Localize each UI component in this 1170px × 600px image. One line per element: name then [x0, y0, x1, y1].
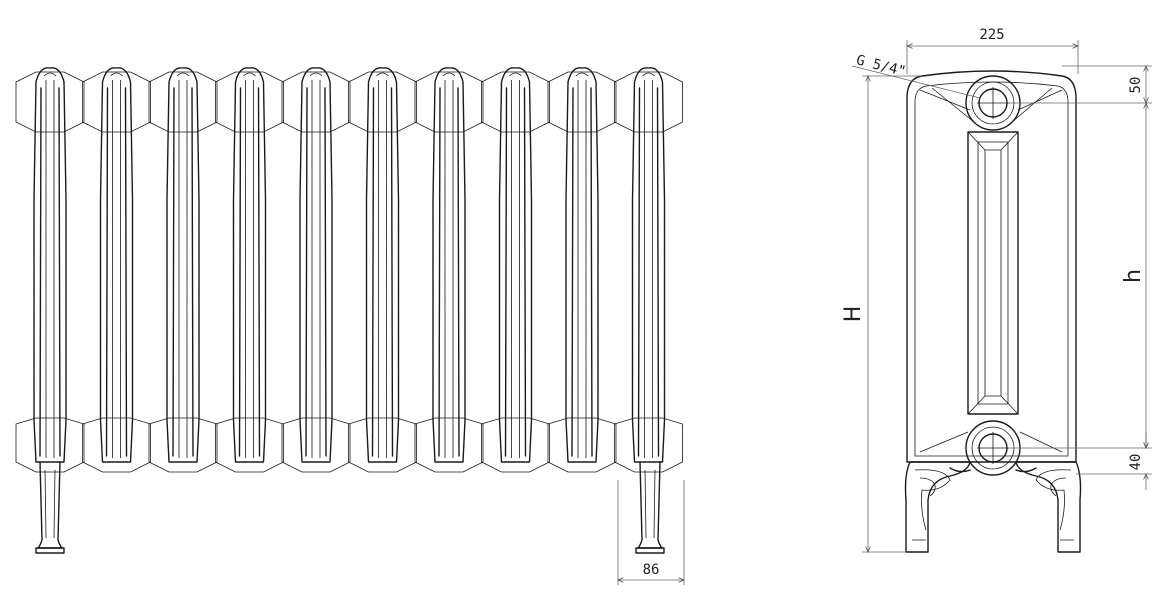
dimension-225: 225 [907, 27, 1078, 74]
radiator-section [414, 67, 484, 473]
dimension-86: 86 [618, 480, 684, 585]
right-foot [635, 461, 665, 554]
radiator-section [215, 67, 284, 473]
radiator-section [15, 67, 85, 473]
dimension-86-label: 86 [643, 562, 660, 578]
front-view: 86 [15, 67, 684, 585]
dimension-50-label: 50 [1128, 77, 1144, 94]
radiator-section [82, 67, 151, 473]
radiator-section [614, 67, 683, 473]
dimension-40-label: 40 [1128, 454, 1144, 471]
side-body-outline [906, 70, 1077, 463]
dimension-h: h [1121, 103, 1146, 448]
radiator-section [281, 67, 351, 473]
thread-callout: G 5/4" [851, 52, 981, 99]
dimension-225-label: 225 [979, 27, 1004, 43]
dimension-50: 50 [1008, 66, 1152, 103]
center-channel [967, 131, 1019, 415]
dimension-h-label: h [1121, 269, 1146, 283]
ornamental-feet [904, 461, 1082, 553]
radiator-section [481, 67, 550, 473]
dimension-H: H [841, 76, 922, 552]
dimension-40: 40 [1008, 432, 1152, 490]
radiator-section [148, 67, 218, 473]
radiator-section [348, 67, 417, 473]
radiator-section [547, 67, 617, 473]
side-view: 225 G 5/4" 50 h 40 [841, 27, 1152, 552]
dimension-H-label: H [841, 306, 866, 323]
left-foot [35, 461, 65, 554]
